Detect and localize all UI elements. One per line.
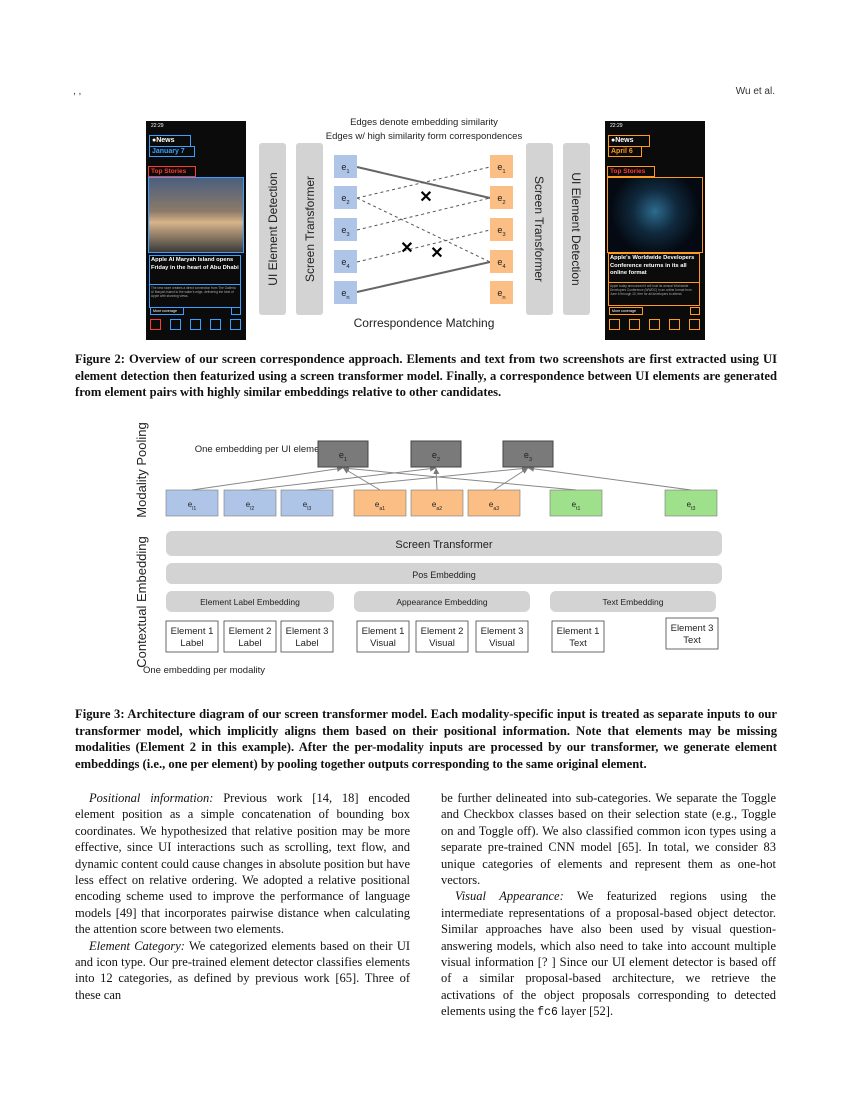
pooling-arrow bbox=[343, 468, 576, 490]
figure-3-caption: Figure 3: Architecture diagram of our sc… bbox=[75, 706, 777, 772]
pooling-arrow bbox=[192, 468, 343, 490]
one-per-element-note: One embedding per UI element bbox=[195, 444, 328, 455]
paragraph-element-category: Element Category: We categorized element… bbox=[75, 938, 410, 1004]
label-input-box-line-2: Label bbox=[180, 638, 203, 649]
modality-output-token bbox=[411, 490, 463, 516]
text-input-box-line-2: Text bbox=[683, 635, 701, 646]
appearance-embedding-label: Appearance Embedding bbox=[396, 597, 487, 607]
paragraph-continued: be further delineated into sub-categorie… bbox=[441, 790, 776, 888]
visual-input-box-line-2: Visual bbox=[370, 638, 396, 649]
label-embedding-label: Element Label Embedding bbox=[200, 597, 300, 607]
paragraph-positional-information: Positional information: Previous work [1… bbox=[75, 790, 410, 938]
paragraph-visual-appearance: Visual Appearance: We featurized regions… bbox=[441, 888, 776, 1021]
label-input-box-line-1: Element 3 bbox=[286, 626, 329, 637]
text-embedding-label: Text Embedding bbox=[603, 597, 664, 607]
run-in-heading: Visual Appearance: bbox=[455, 889, 564, 903]
pooling-arrow bbox=[528, 468, 691, 490]
text-input-box-line-2: Text bbox=[569, 638, 587, 649]
screen-transformer-label: Screen Transformer bbox=[395, 539, 493, 551]
visual-input-box-line-1: Element 3 bbox=[481, 626, 524, 637]
label-input-box-line-2: Label bbox=[238, 638, 261, 649]
visual-input-box-line-1: Element 2 bbox=[421, 626, 464, 637]
text-input-box-line-1: Element 3 bbox=[671, 623, 714, 634]
visual-input-box-line-2: Visual bbox=[489, 638, 515, 649]
one-per-modality-note: One embedding per modality bbox=[143, 665, 265, 676]
run-in-heading: Element Category: bbox=[89, 939, 185, 953]
figure-3-caption-text: Figure 3: Architecture diagram of our sc… bbox=[75, 707, 777, 771]
visual-input-box-line-1: Element 1 bbox=[362, 626, 405, 637]
contextual-embedding-label: Contextual Embedding bbox=[134, 536, 149, 668]
label-input-box-line-1: Element 2 bbox=[229, 626, 272, 637]
run-in-heading: Positional information: bbox=[89, 791, 213, 805]
body-column-right: be further delineated into sub-categorie… bbox=[441, 790, 776, 1022]
modality-pooling-label: Modality Pooling bbox=[134, 422, 149, 517]
modality-output-token bbox=[354, 490, 406, 516]
visual-input-box-line-2: Visual bbox=[429, 638, 455, 649]
text-input-box-line-1: Element 1 bbox=[557, 626, 600, 637]
pooling-arrow bbox=[436, 468, 437, 490]
pos-embedding-label: Pos Embedding bbox=[412, 570, 476, 580]
figure-3-diagram: Modality Pooling Contextual Embedding On… bbox=[0, 0, 850, 700]
modality-output-token bbox=[468, 490, 520, 516]
label-input-box-line-1: Element 1 bbox=[171, 626, 214, 637]
body-column-left: Positional information: Previous work [1… bbox=[75, 790, 410, 1003]
label-input-box-line-2: Label bbox=[295, 638, 318, 649]
code-fc6: fc6 bbox=[537, 1006, 558, 1019]
